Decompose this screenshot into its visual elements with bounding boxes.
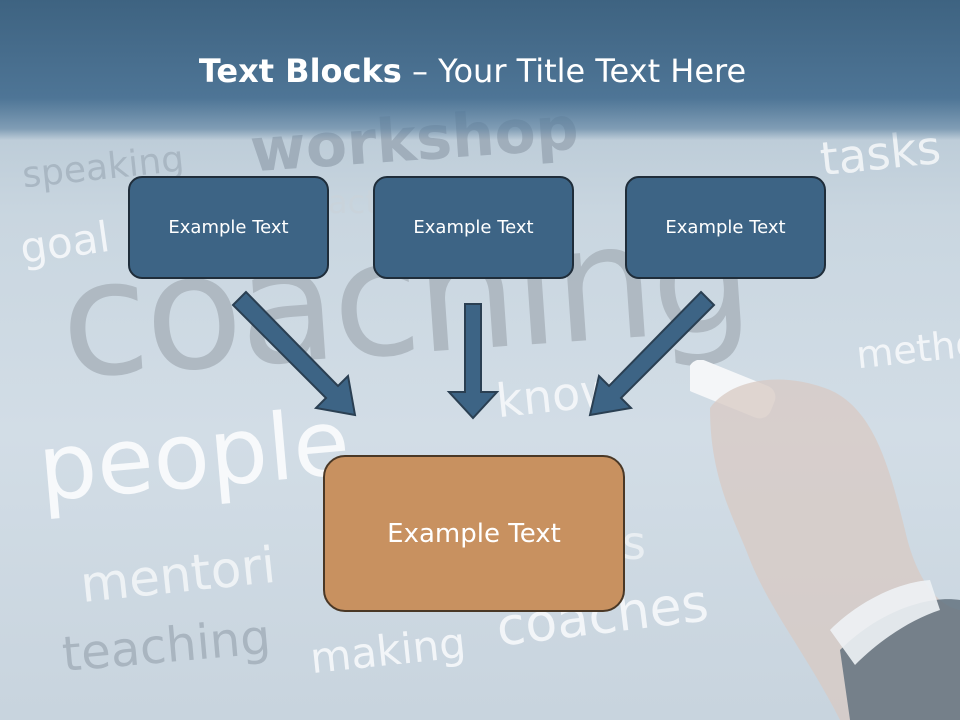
title-bold: Text Blocks xyxy=(198,52,402,90)
title-dash: – xyxy=(401,52,439,90)
title-bar xyxy=(0,0,960,140)
title-rest: Your Title Text Here xyxy=(438,52,747,90)
text-block-main[interactable]: Example Text xyxy=(323,455,625,612)
text-block-top-right[interactable]: Example Text xyxy=(625,176,826,279)
arrow-right xyxy=(588,290,716,417)
arrow-left xyxy=(231,290,357,417)
text-block-main-label: Example Text xyxy=(387,518,561,549)
text-block-top-center-label: Example Text xyxy=(413,217,534,238)
text-block-top-right-label: Example Text xyxy=(665,217,786,238)
text-block-top-left-label: Example Text xyxy=(168,217,289,238)
slide-title: Text Blocks – Your Title Text Here xyxy=(0,52,945,90)
arrow-center xyxy=(446,303,500,420)
hand-with-chalk-image xyxy=(690,360,960,720)
text-block-top-left[interactable]: Example Text xyxy=(128,176,329,279)
text-block-top-center[interactable]: Example Text xyxy=(373,176,574,279)
